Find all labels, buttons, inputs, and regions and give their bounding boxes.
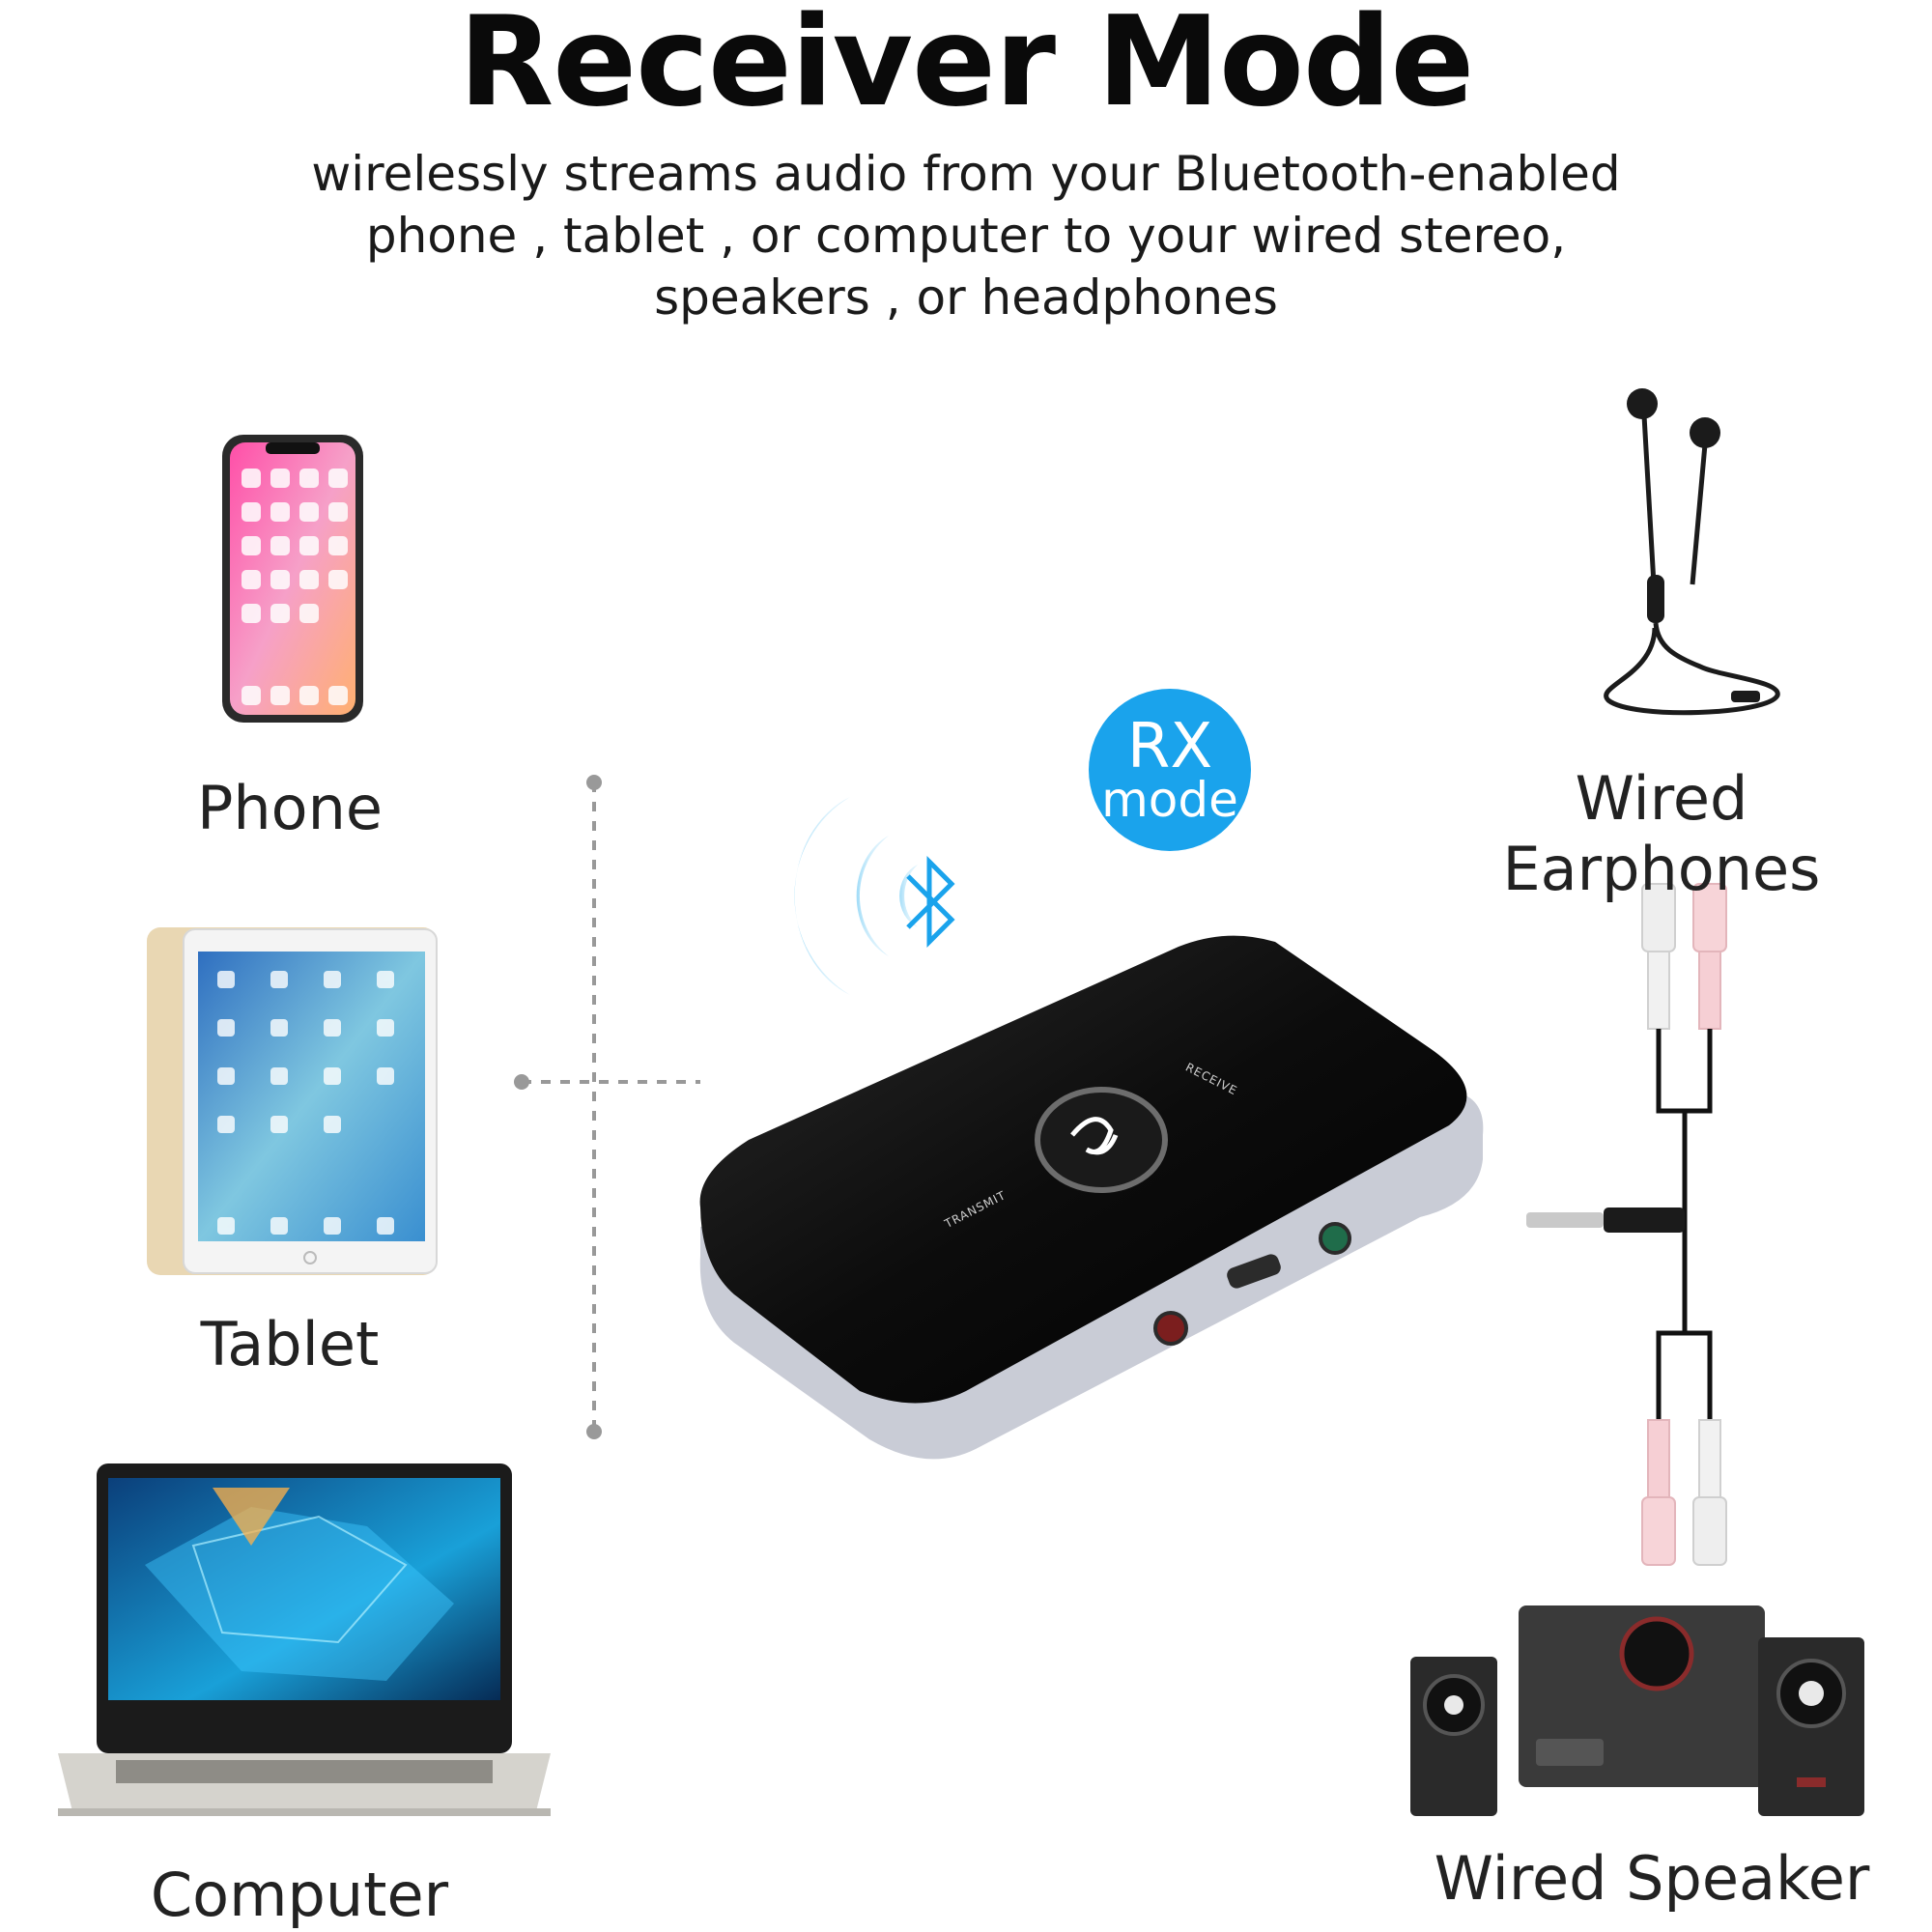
connector-lines [522,782,700,1430]
label-phone: Phone [196,773,384,843]
page-title: Receiver Mode [458,0,1475,134]
subtitle-line-3: speakers , or headphones [654,270,1278,326]
connector-dot-left [514,1074,529,1090]
bluetooth-adapter-device [699,935,1484,1460]
bluetooth-icon [906,855,955,949]
connector-dot-bottom [586,1424,602,1439]
label-wired-earphones: Wired Earphones [1502,763,1821,904]
connector-dot-top [586,775,602,790]
rx-badge-line-1: RX [1126,711,1213,782]
label-computer: Computer [150,1860,449,1930]
speaker-icon [1410,1605,1864,1816]
subtitle-line-2: phone , tablet , or computer to your wir… [365,208,1567,264]
page-subtitle: wirelessly streams audio from your Bluet… [242,143,1690,328]
rca-cable-icon [1526,883,1727,1566]
label-wired-speaker: Wired Speaker [1434,1843,1870,1914]
signal-waves-icon [794,797,918,995]
subtitle-line-1: wirelessly streams audio from your Bluet… [311,146,1621,202]
label-tablet: Tablet [200,1309,380,1379]
rx-mode-badge: RX mode [1089,689,1251,851]
laptop-icon [58,1463,551,1816]
tablet-icon [147,927,438,1275]
rx-badge-line-2: mode [1101,772,1238,828]
earphones-icon [1604,388,1780,716]
phone-icon [222,435,363,723]
